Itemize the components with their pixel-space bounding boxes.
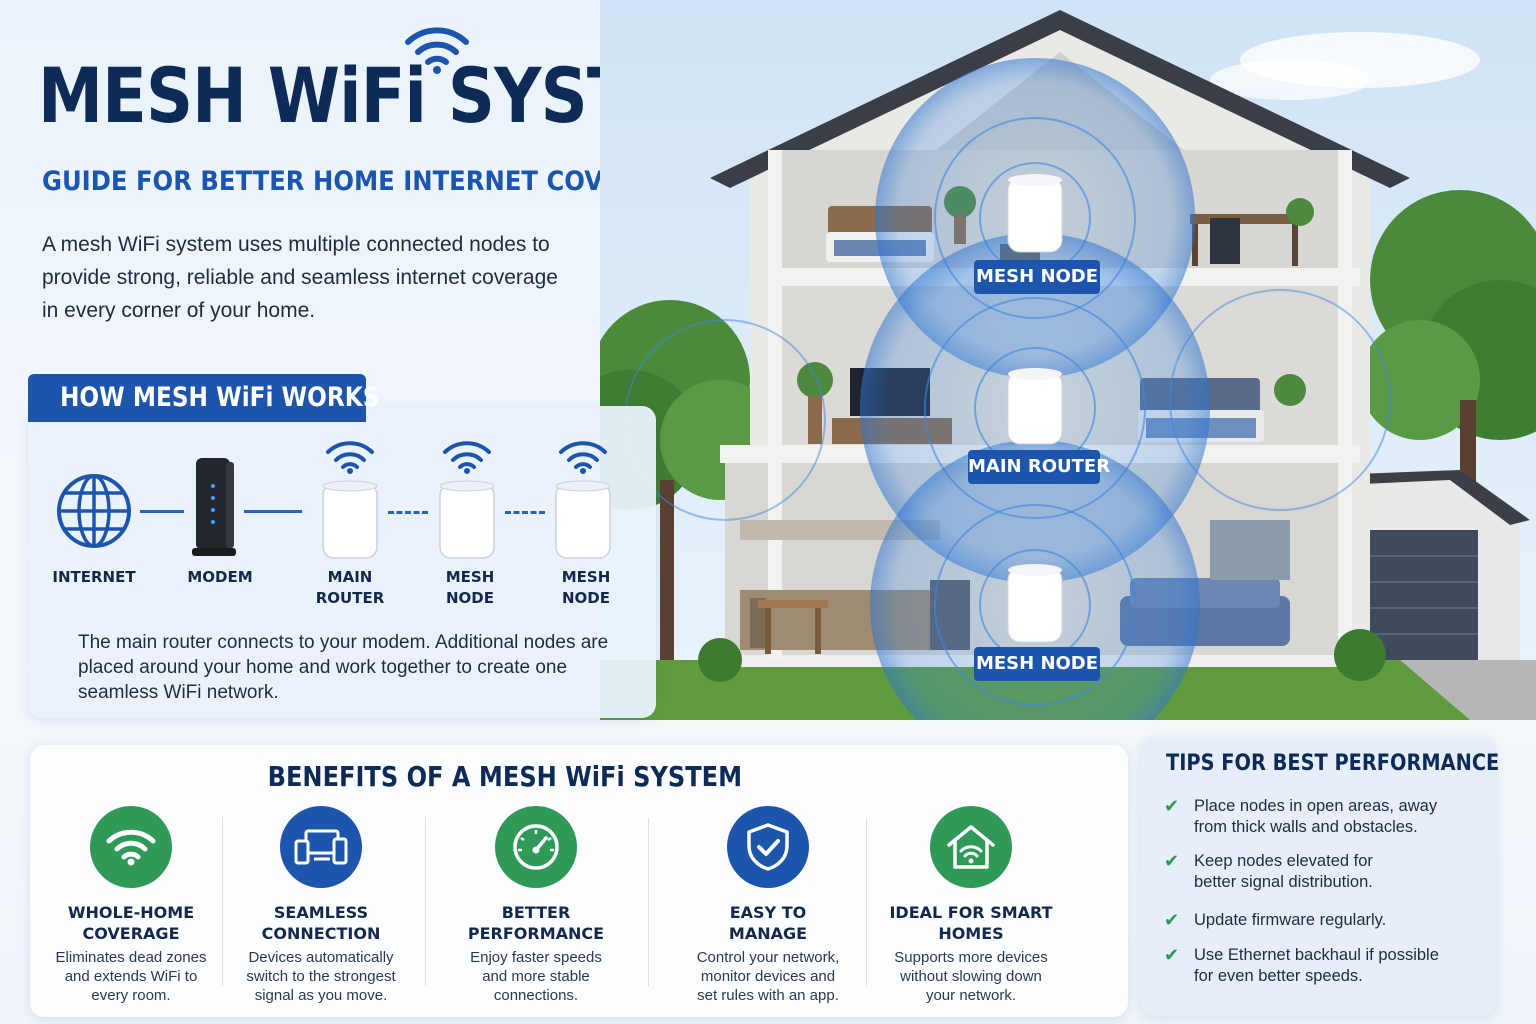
page-subtitle: GUIDE FOR BETTER HOME INTERNET COVERAGE — [42, 166, 694, 197]
devices-icon — [280, 806, 362, 888]
check-icon: ✔ — [1164, 796, 1180, 817]
how-it-works-heading: HOW MESH WiFi WORKS — [28, 374, 380, 422]
tips-heading: TIPS FOR BEST PERFORMANCE — [1166, 751, 1500, 776]
tip-item: ✔ Update firmware regularly. — [1164, 910, 1387, 931]
divider — [222, 818, 223, 986]
intro-text: A mesh WiFi system uses multiple connect… — [42, 233, 558, 322]
mesh-node-icon — [439, 480, 495, 559]
wifi-icon — [405, 27, 469, 74]
divider — [648, 818, 649, 986]
divider — [866, 818, 867, 986]
shield-check-icon — [727, 806, 809, 888]
wifi-icon — [90, 806, 172, 888]
tag-main-router: MAIN ROUTER — [968, 450, 1110, 484]
wifi-icon — [559, 441, 607, 474]
tag-mesh-node-bottom: MESH NODE — [974, 647, 1100, 681]
mesh-node-icon — [555, 480, 611, 559]
benefits-heading: BENEFITS OF A MESH WiFi SYSTEM — [267, 760, 743, 793]
link-dashed-line — [505, 511, 545, 514]
speedometer-icon — [495, 806, 577, 888]
globe-icon — [57, 474, 131, 548]
tag-mesh-node-top: MESH NODE — [974, 260, 1100, 294]
modem-icon — [192, 458, 236, 556]
flow-label-internet: INTERNET — [52, 568, 136, 586]
benefit-description: Control your network,monitor devices and… — [696, 949, 840, 1004]
flow-label-mesh-node: MESH NODE — [445, 568, 495, 607]
check-icon: ✔ — [1164, 945, 1180, 966]
tips-panel — [1140, 738, 1496, 1016]
smart-home-icon — [930, 806, 1012, 888]
flow-label-mesh-node: MESH NODE — [561, 568, 611, 607]
divider — [425, 818, 426, 986]
flow-label-modem: MODEM — [187, 568, 253, 586]
flow-label-main-router: MAIN ROUTER — [315, 568, 385, 607]
tree-right — [1360, 190, 1536, 660]
link-line — [244, 510, 302, 513]
link-line — [140, 510, 184, 513]
link-dashed-line — [388, 511, 428, 514]
main-router-device — [1007, 368, 1063, 445]
benefits-panel — [30, 745, 1128, 1017]
wifi-icon — [443, 441, 491, 474]
house-illustration — [600, 0, 1536, 720]
wifi-icon — [326, 441, 374, 474]
check-icon: ✔ — [1164, 910, 1180, 931]
mesh-node-device-top — [1007, 174, 1063, 253]
mesh-node-device-bottom — [1007, 564, 1063, 643]
check-icon: ✔ — [1164, 851, 1180, 872]
router-icon — [322, 480, 378, 559]
how-it-works-description: The main router connects to your modem. … — [78, 632, 609, 703]
